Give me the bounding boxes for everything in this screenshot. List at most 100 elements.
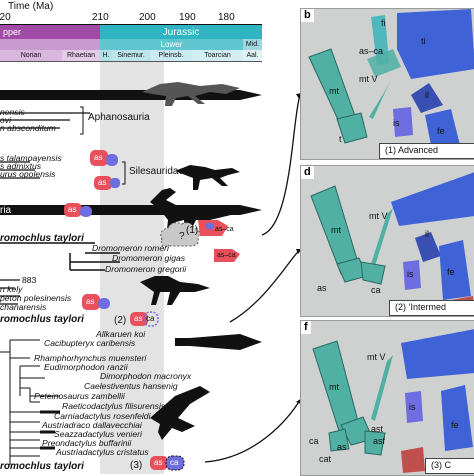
stage-toarcian: Toarcian (192, 50, 243, 61)
panel-d-bones (310, 172, 474, 316)
taxon-label: Dimorphodon macronyx (100, 371, 192, 381)
taxon-label: urus opolensis (0, 169, 56, 179)
ankle-label-as: as (154, 458, 163, 467)
period-triassic: pper (0, 25, 100, 39)
label-is: is (409, 402, 416, 412)
stage-pliensbachian: Pleinsb. (150, 50, 192, 61)
ilium-bone (411, 83, 443, 113)
arrowhead-d (296, 249, 300, 254)
epoch-lower-jurassic: Lower (100, 39, 243, 50)
taxon-label-dinosauria: ria (0, 205, 12, 216)
ankle-label-as: as (98, 178, 107, 187)
calcaneum-icon (106, 154, 118, 166)
arrow-to-panel-d (229, 249, 300, 323)
aphanosaur-silhouette (142, 82, 240, 106)
branch-lagerpetids (0, 242, 120, 271)
mtv-bone (371, 355, 393, 421)
panel-f-caption: (3) C (425, 458, 474, 474)
astragalus-icon (130, 312, 148, 326)
ankle-label-ca: ca (146, 314, 155, 323)
panel-b: b fi as–ca ti mt mt V il is fe t (1) Adv… (300, 8, 474, 160)
taxon-label-focal: romochlus taylori (0, 314, 84, 325)
taxon-label: s talampayensis (0, 153, 62, 163)
branch-aphanosauria (0, 112, 90, 129)
ischium-bone (393, 107, 413, 137)
arrow-to-panel-f (204, 399, 300, 463)
ankle-label-as: as (134, 314, 143, 323)
tibia-bone (401, 329, 474, 379)
tarsal-red-bone (401, 447, 425, 473)
stage-hettangian: H. (100, 50, 112, 61)
label-cat: cat (319, 454, 332, 464)
tick-210: 210 (92, 12, 109, 23)
timescale: Time (Ma) 220 210 200 190 180 pper Juras… (0, 0, 270, 62)
taxon-label: 883 (22, 275, 37, 285)
label-il: il (425, 229, 429, 239)
label-is: is (393, 118, 400, 128)
mtv-bone (371, 208, 393, 266)
unknown-taxon-cloud (160, 222, 200, 247)
taxon-label: Peteinosaurus zambellii (34, 391, 125, 401)
calcaneum-icon (98, 298, 110, 309)
label-fi: fi (381, 18, 386, 28)
silesaur-silhouette (175, 165, 240, 190)
astragalocalcaneum-icon (214, 249, 240, 262)
taxon-label: Raeticodactylus filisurensis (62, 401, 166, 411)
label-fe: fe (437, 126, 445, 136)
label-fe: fe (451, 420, 459, 430)
label-ast: ast (371, 424, 384, 434)
tick-200: 200 (139, 12, 156, 23)
calcaneum-icon (206, 223, 214, 229)
taxon-label: Rhamphorhynchus muensteri (34, 353, 147, 363)
ischium-bone (403, 260, 421, 290)
calcaneum-bone (328, 428, 350, 452)
taxon-label-focal: romochlus taylori (0, 233, 84, 244)
ilium-bone (415, 232, 441, 262)
panel-d-caption: (2) ‘Intermed (389, 300, 474, 316)
panel-f-bones (312, 329, 474, 473)
time-axis-line (0, 24, 262, 25)
taxon-label: Preondactylus buffarinii (42, 438, 132, 448)
label-mtv: mt V (367, 352, 386, 362)
ankle-label-asca: as–ca (215, 226, 234, 233)
tick-180: 180 (218, 12, 235, 23)
lagerpetid-silhouette (140, 276, 210, 305)
stage-aalenian: Aal. (243, 50, 262, 61)
taxon-label: Seazzadactylus venieri (54, 429, 142, 439)
astragalocalcaneum-bone (367, 49, 401, 77)
label-as: as (337, 442, 347, 452)
taxon-label: peton polesinensis (0, 293, 72, 303)
panel-b-caption: (1) Advanced (379, 143, 474, 159)
branch-silesauridae (0, 161, 40, 179)
label-ti: ti (421, 36, 426, 46)
mtv-bone (369, 79, 391, 119)
node-label-1: (1) (186, 225, 199, 236)
label-is: is (407, 269, 414, 279)
label-mt: mt (329, 382, 339, 392)
arrow-to-panel-b (261, 94, 300, 236)
bracket-silesauridae (122, 161, 126, 185)
arrowhead-f (296, 399, 300, 404)
taxon-label: Dromomeron gregorii (105, 264, 187, 274)
ankle-label-ca: ca (170, 458, 179, 467)
femur-bone (441, 385, 473, 451)
taxon-label: ovi (0, 115, 11, 125)
timescale-stage-border (0, 61, 262, 62)
label-asca: as–ca (359, 46, 384, 56)
pterosaur-silhouette (150, 386, 210, 440)
taxon-label: Cacibupteryx caribensis (44, 338, 136, 348)
shaded-time-band (100, 62, 164, 474)
taxon-label-focal: romochlus taylori (0, 461, 84, 472)
astragalus-icon (150, 456, 168, 470)
label-ca: ca (371, 285, 381, 295)
unknown-taxon-question-mark: ? (179, 231, 185, 242)
astragalus-icon (94, 176, 112, 190)
ankle-label-as: as (86, 297, 95, 306)
taxon-label: Dromomeron romeri (92, 243, 169, 253)
label-il: il (425, 90, 429, 100)
taxon-label: Allkaruen koi (96, 329, 146, 339)
period-jurassic: Jurassic (100, 25, 262, 39)
taxon-label: nensis (0, 107, 25, 117)
stage-rhaetian: Rhaetian (62, 50, 100, 61)
node-label-3: (3) (130, 460, 143, 471)
